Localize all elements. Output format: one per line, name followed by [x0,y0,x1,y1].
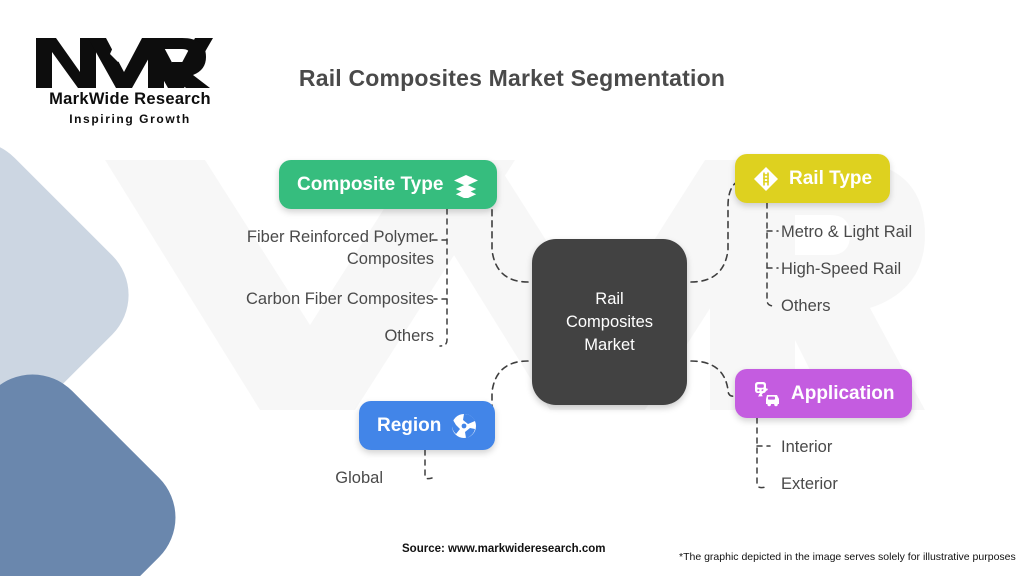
brand-name: MarkWide Research [49,90,211,108]
sub-item-composite-type-1: Carbon Fiber Composites [246,290,434,308]
disclaimer-note: *The graphic depicted in the image serve… [679,551,1016,563]
layers-icon [453,172,479,198]
sub-item-rail-type-0: Metro & Light Rail [781,223,913,241]
branch-label-region: Region [377,414,442,436]
page-title: Rail Composites Market Segmentation [298,65,726,91]
center-node-label: Rail Composites Market [565,289,654,354]
rail-diamond-icon [753,166,779,192]
branch-label-application: Application [791,382,895,404]
sub-item-rail-type-2: Others [781,297,831,315]
sub-item-application-0: Interior [781,438,833,456]
branch-node-composite-type[interactable]: Composite Type [279,160,498,209]
brand-logo: MarkWide Research Inspiring Growth [30,30,230,126]
sub-item-region-0: Global [335,469,383,487]
sub-item-rail-type-1: High-Speed Rail [781,260,902,278]
sub-item-composite-type-0: Fiber Reinforced Polymer Composites [246,228,434,268]
source-note: Source: www.markwideresearch.com [402,543,606,555]
branch-label-composite-type: Composite Type [297,173,444,195]
center-node[interactable]: Rail Composites Market [532,239,687,405]
branch-node-application[interactable]: Application [735,369,913,418]
branch-node-rail-type[interactable]: Rail Type [735,154,891,203]
decorative-square-dark [0,351,199,576]
sub-item-application-1: Exterior [781,475,838,493]
branch-label-rail-type: Rail Type [789,167,873,189]
transport-icon [753,381,781,407]
globe-icon [451,413,477,439]
sub-item-composite-type-2: Others [384,327,434,345]
brand-tagline: Inspiring Growth [69,112,191,126]
branch-node-region[interactable]: Region [359,401,496,450]
mwr-logo-icon [36,36,213,88]
